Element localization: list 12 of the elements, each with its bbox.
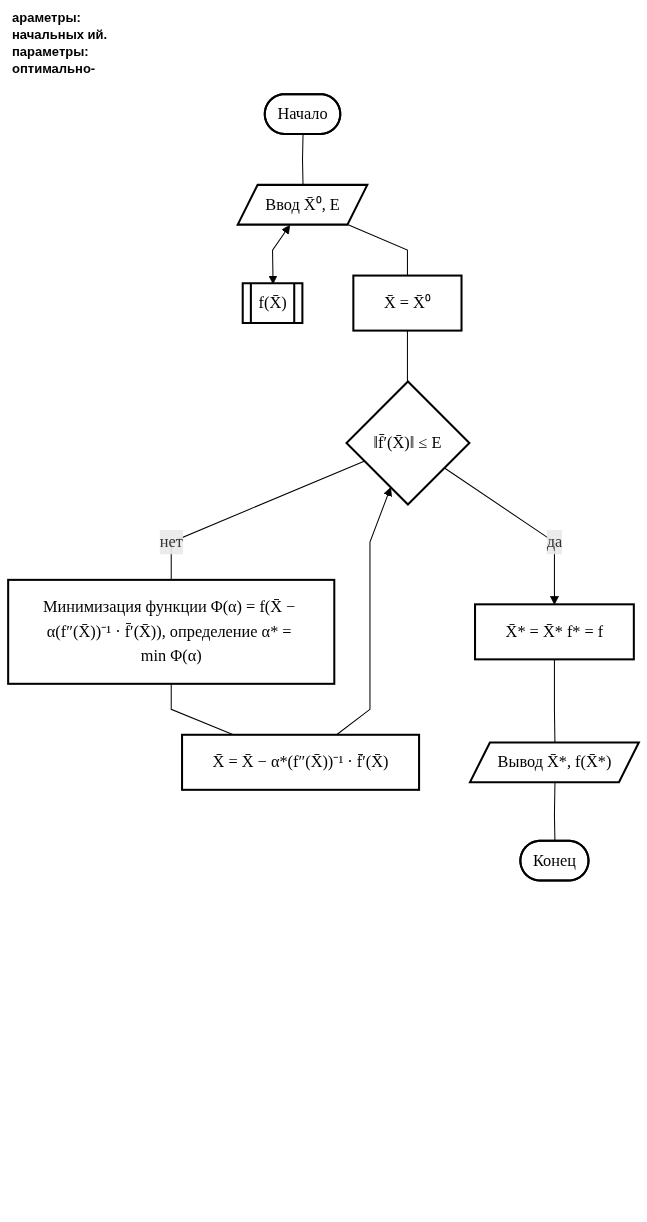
note-text: оптимально- — [12, 61, 97, 76]
node-diamond: ‖f̄′(X̄)‖ ≤ E — [345, 380, 471, 506]
edge-label: нет — [159, 532, 183, 551]
connector — [406, 330, 408, 383]
note-text: араметры: — [12, 10, 82, 25]
node-box: X̄ = X̄⁰ — [352, 274, 463, 332]
note-text: параметры: — [12, 44, 90, 59]
node-box: X̄* = X̄* f* = f — [474, 603, 635, 661]
node-box: Минимизация функции Φ(α) = f(X̄ − α(f″(X̄))⁻¹ · f̄′(X̄)), определение α* = min Φ(α) — [7, 578, 336, 685]
note-text: начальных ий. — [12, 27, 109, 42]
node-box: X̄ = X̄ − α*(f″(X̄))⁻¹ · f̄′(X̄) — [181, 733, 421, 791]
edge-label: да — [546, 532, 563, 551]
